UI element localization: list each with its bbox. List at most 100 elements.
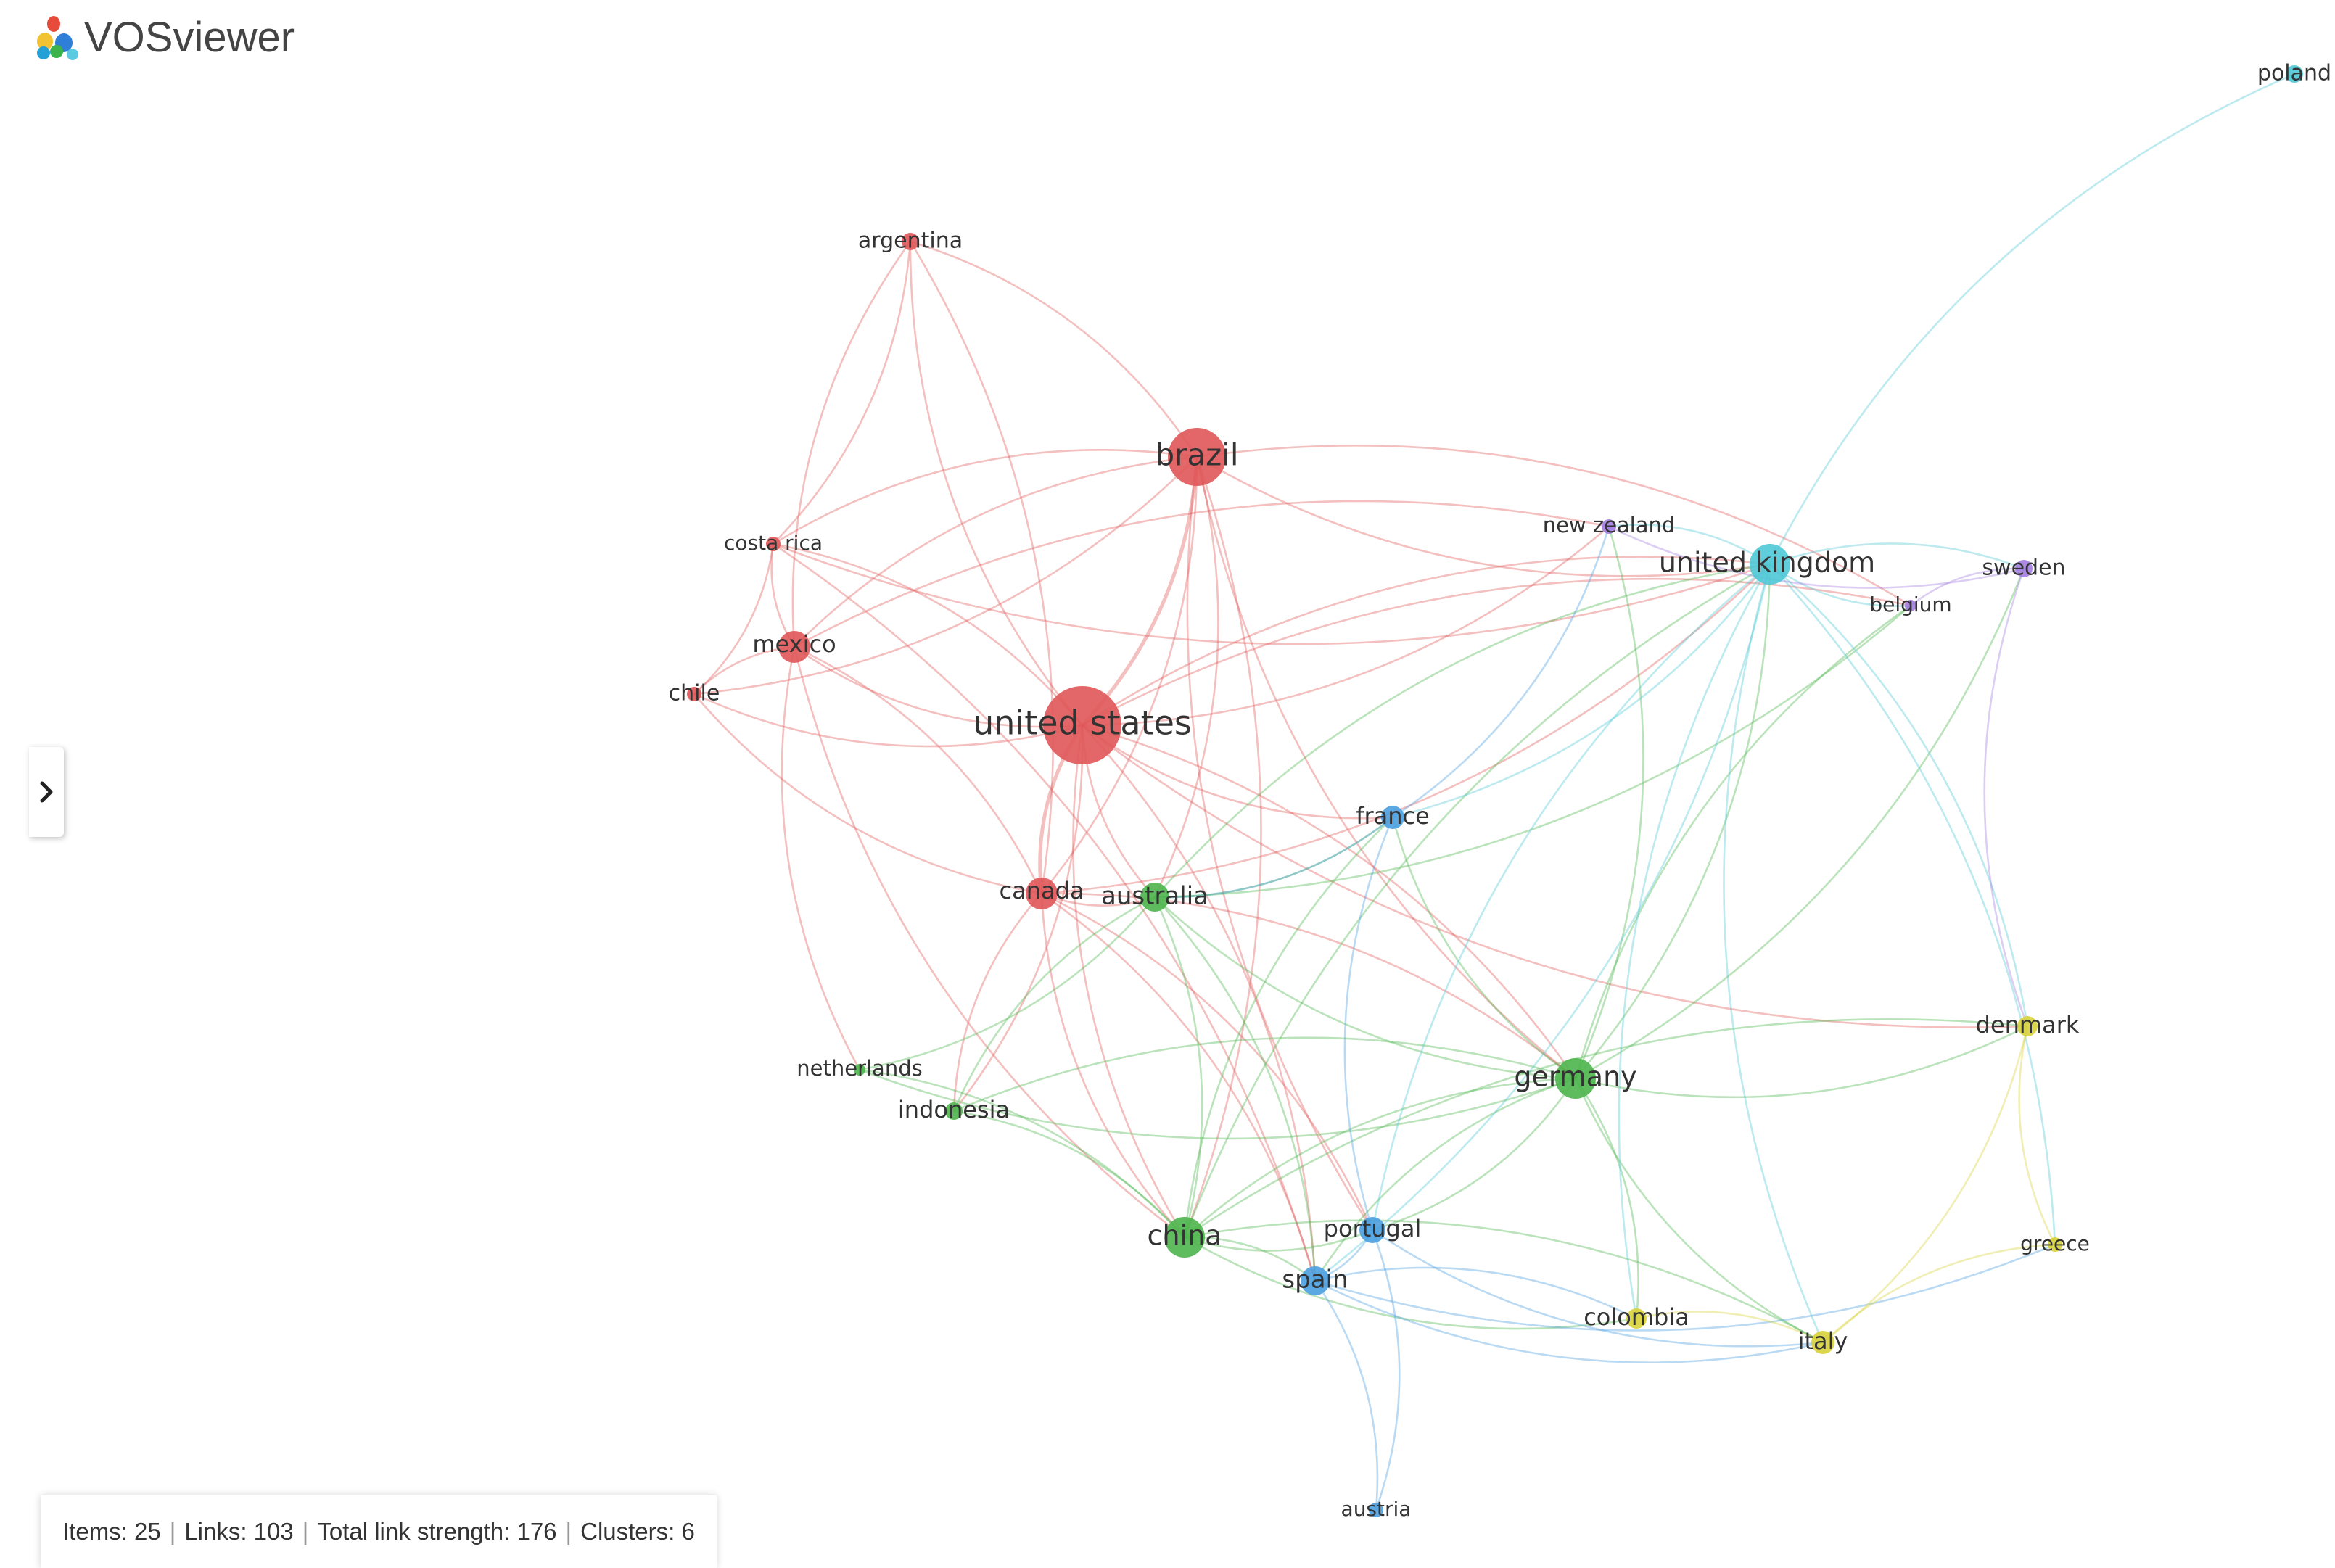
link-canada-spain bbox=[1041, 892, 1317, 1282]
link-canada-china bbox=[1040, 893, 1185, 1238]
node-label-greece: greece bbox=[2020, 1231, 2090, 1255]
node-label-costa-rica: costa rica bbox=[724, 531, 823, 555]
link-canada-chile bbox=[693, 693, 1042, 895]
link-germany-denmark bbox=[1575, 1025, 2028, 1099]
node-chile[interactable] bbox=[687, 687, 701, 701]
chevron-right-icon bbox=[40, 781, 53, 803]
node-netherlands[interactable] bbox=[854, 1064, 865, 1076]
link-canada-germany bbox=[1041, 892, 1576, 1080]
link-united-states-denmark bbox=[1082, 724, 2028, 1028]
node-greece[interactable] bbox=[2048, 1237, 2062, 1252]
node-label-chile: chile bbox=[669, 681, 720, 706]
node-label-austria: austria bbox=[1341, 1497, 1412, 1521]
link-united-kingdom-greece bbox=[1769, 564, 2056, 1245]
link-brazil-argentina bbox=[910, 240, 1198, 458]
link-australia-netherlands bbox=[859, 896, 1156, 1071]
link-germany-belgium bbox=[1574, 604, 1911, 1079]
node-denmark[interactable] bbox=[2017, 1016, 2038, 1036]
link-germany-france bbox=[1391, 817, 1576, 1080]
link-italy-greece bbox=[1822, 1243, 2056, 1343]
link-italy-colombia bbox=[1636, 1311, 1824, 1344]
node-colombia[interactable] bbox=[1626, 1308, 1647, 1329]
node-label-brazil: brazil bbox=[1155, 437, 1238, 473]
node-poland[interactable] bbox=[2286, 65, 2303, 83]
link-canada-indonesia bbox=[952, 893, 1042, 1112]
link-germany-colombia bbox=[1574, 1078, 1639, 1319]
link-brazil-united-kingdom bbox=[1196, 455, 1771, 577]
link-united-states-china bbox=[1072, 725, 1186, 1238]
node-label-mexico: mexico bbox=[752, 630, 836, 658]
link-china-germany bbox=[1184, 1077, 1576, 1238]
node-china[interactable] bbox=[1164, 1217, 1205, 1258]
link-spain-colombia bbox=[1314, 1266, 1637, 1320]
node-portugal[interactable] bbox=[1359, 1217, 1385, 1243]
node-label-italy: italy bbox=[1798, 1327, 1848, 1355]
node-label-canada: canada bbox=[999, 877, 1084, 904]
node-new-zealand[interactable] bbox=[1602, 519, 1616, 534]
link-australia-indonesia bbox=[952, 896, 1156, 1112]
node-label-france: france bbox=[1356, 802, 1430, 830]
status-total-link-strength: Total link strength: 176 bbox=[317, 1518, 557, 1545]
link-united-kingdom-italy bbox=[1723, 564, 1824, 1343]
link-china-france bbox=[1183, 817, 1393, 1238]
link-china-denmark bbox=[1184, 1018, 2028, 1239]
link-united-kingdom-spain bbox=[1314, 564, 1771, 1282]
link-france-australia bbox=[1154, 816, 1393, 899]
link-chile-costa-rica bbox=[693, 543, 775, 695]
status-clusters: Clusters: 6 bbox=[580, 1518, 695, 1545]
status-separator: | bbox=[565, 1518, 572, 1545]
node-label-united-kingdom: united kingdom bbox=[1659, 547, 1875, 579]
network-nodes[interactable] bbox=[687, 65, 2303, 1517]
link-united-kingdom-new-zealand bbox=[1608, 524, 1771, 566]
link-spain-italy bbox=[1314, 1279, 1824, 1363]
link-united-kingdom-poland bbox=[1768, 73, 2295, 565]
node-label-poland: poland bbox=[2257, 61, 2331, 86]
link-united-kingdom-denmark bbox=[1769, 564, 2029, 1027]
link-china-netherlands bbox=[859, 1068, 1185, 1238]
link-united-states-costa-rica bbox=[773, 542, 1083, 726]
node-label-argentina: argentina bbox=[858, 228, 963, 254]
node-united-kingdom[interactable] bbox=[1750, 544, 1790, 585]
node-spain[interactable] bbox=[1301, 1266, 1330, 1295]
link-mexico-netherlands bbox=[781, 646, 861, 1070]
link-united-states-mexico bbox=[794, 645, 1083, 728]
link-costa-rica-united-kingdom bbox=[773, 542, 1771, 645]
link-mexico-china bbox=[793, 646, 1185, 1239]
link-canada-united-kingdom bbox=[1041, 564, 1771, 895]
node-canada[interactable] bbox=[1026, 878, 1058, 909]
node-germany[interactable] bbox=[1555, 1058, 1596, 1099]
link-china-australia bbox=[1153, 896, 1203, 1238]
node-united-states[interactable] bbox=[1043, 686, 1121, 764]
link-united-states-indonesia bbox=[952, 725, 1084, 1112]
node-indonesia[interactable] bbox=[945, 1102, 963, 1120]
link-brazil-canada bbox=[1040, 456, 1198, 894]
link-germany-portugal bbox=[1372, 1078, 1577, 1231]
node-label-china: china bbox=[1148, 1220, 1222, 1252]
link-portugal-france bbox=[1343, 817, 1394, 1231]
node-mexico[interactable] bbox=[778, 631, 810, 663]
node-italy[interactable] bbox=[1811, 1331, 1834, 1354]
node-france[interactable] bbox=[1381, 806, 1404, 829]
link-sweden-denmark bbox=[1983, 568, 2029, 1027]
link-brazil-germany bbox=[1195, 456, 1576, 1080]
node-label-colombia: colombia bbox=[1584, 1303, 1689, 1331]
link-brazil-china bbox=[1183, 456, 1262, 1238]
link-mexico-canada bbox=[794, 645, 1043, 894]
link-brazil-portugal bbox=[1186, 456, 1374, 1231]
app-logo: VOSviewer bbox=[35, 13, 295, 62]
node-argentina[interactable] bbox=[902, 233, 919, 250]
link-united-states-brazil bbox=[1081, 456, 1199, 727]
node-costa-rica[interactable] bbox=[766, 537, 781, 551]
link-australia-belgium bbox=[1154, 605, 1911, 899]
link-united-states-belgium bbox=[1082, 577, 1911, 727]
node-belgium[interactable] bbox=[1905, 600, 1916, 611]
node-sweden[interactable] bbox=[2015, 560, 2033, 577]
node-label-sweden: sweden bbox=[1982, 556, 2065, 581]
node-austria[interactable] bbox=[1369, 1503, 1383, 1517]
node-australia[interactable] bbox=[1140, 883, 1169, 912]
network-labels: united statesbrazilmexicocanadaargentina… bbox=[669, 61, 2331, 1522]
link-united-kingdom-france bbox=[1392, 564, 1771, 819]
node-brazil[interactable] bbox=[1168, 428, 1226, 486]
panel-toggle-button[interactable] bbox=[29, 747, 64, 837]
